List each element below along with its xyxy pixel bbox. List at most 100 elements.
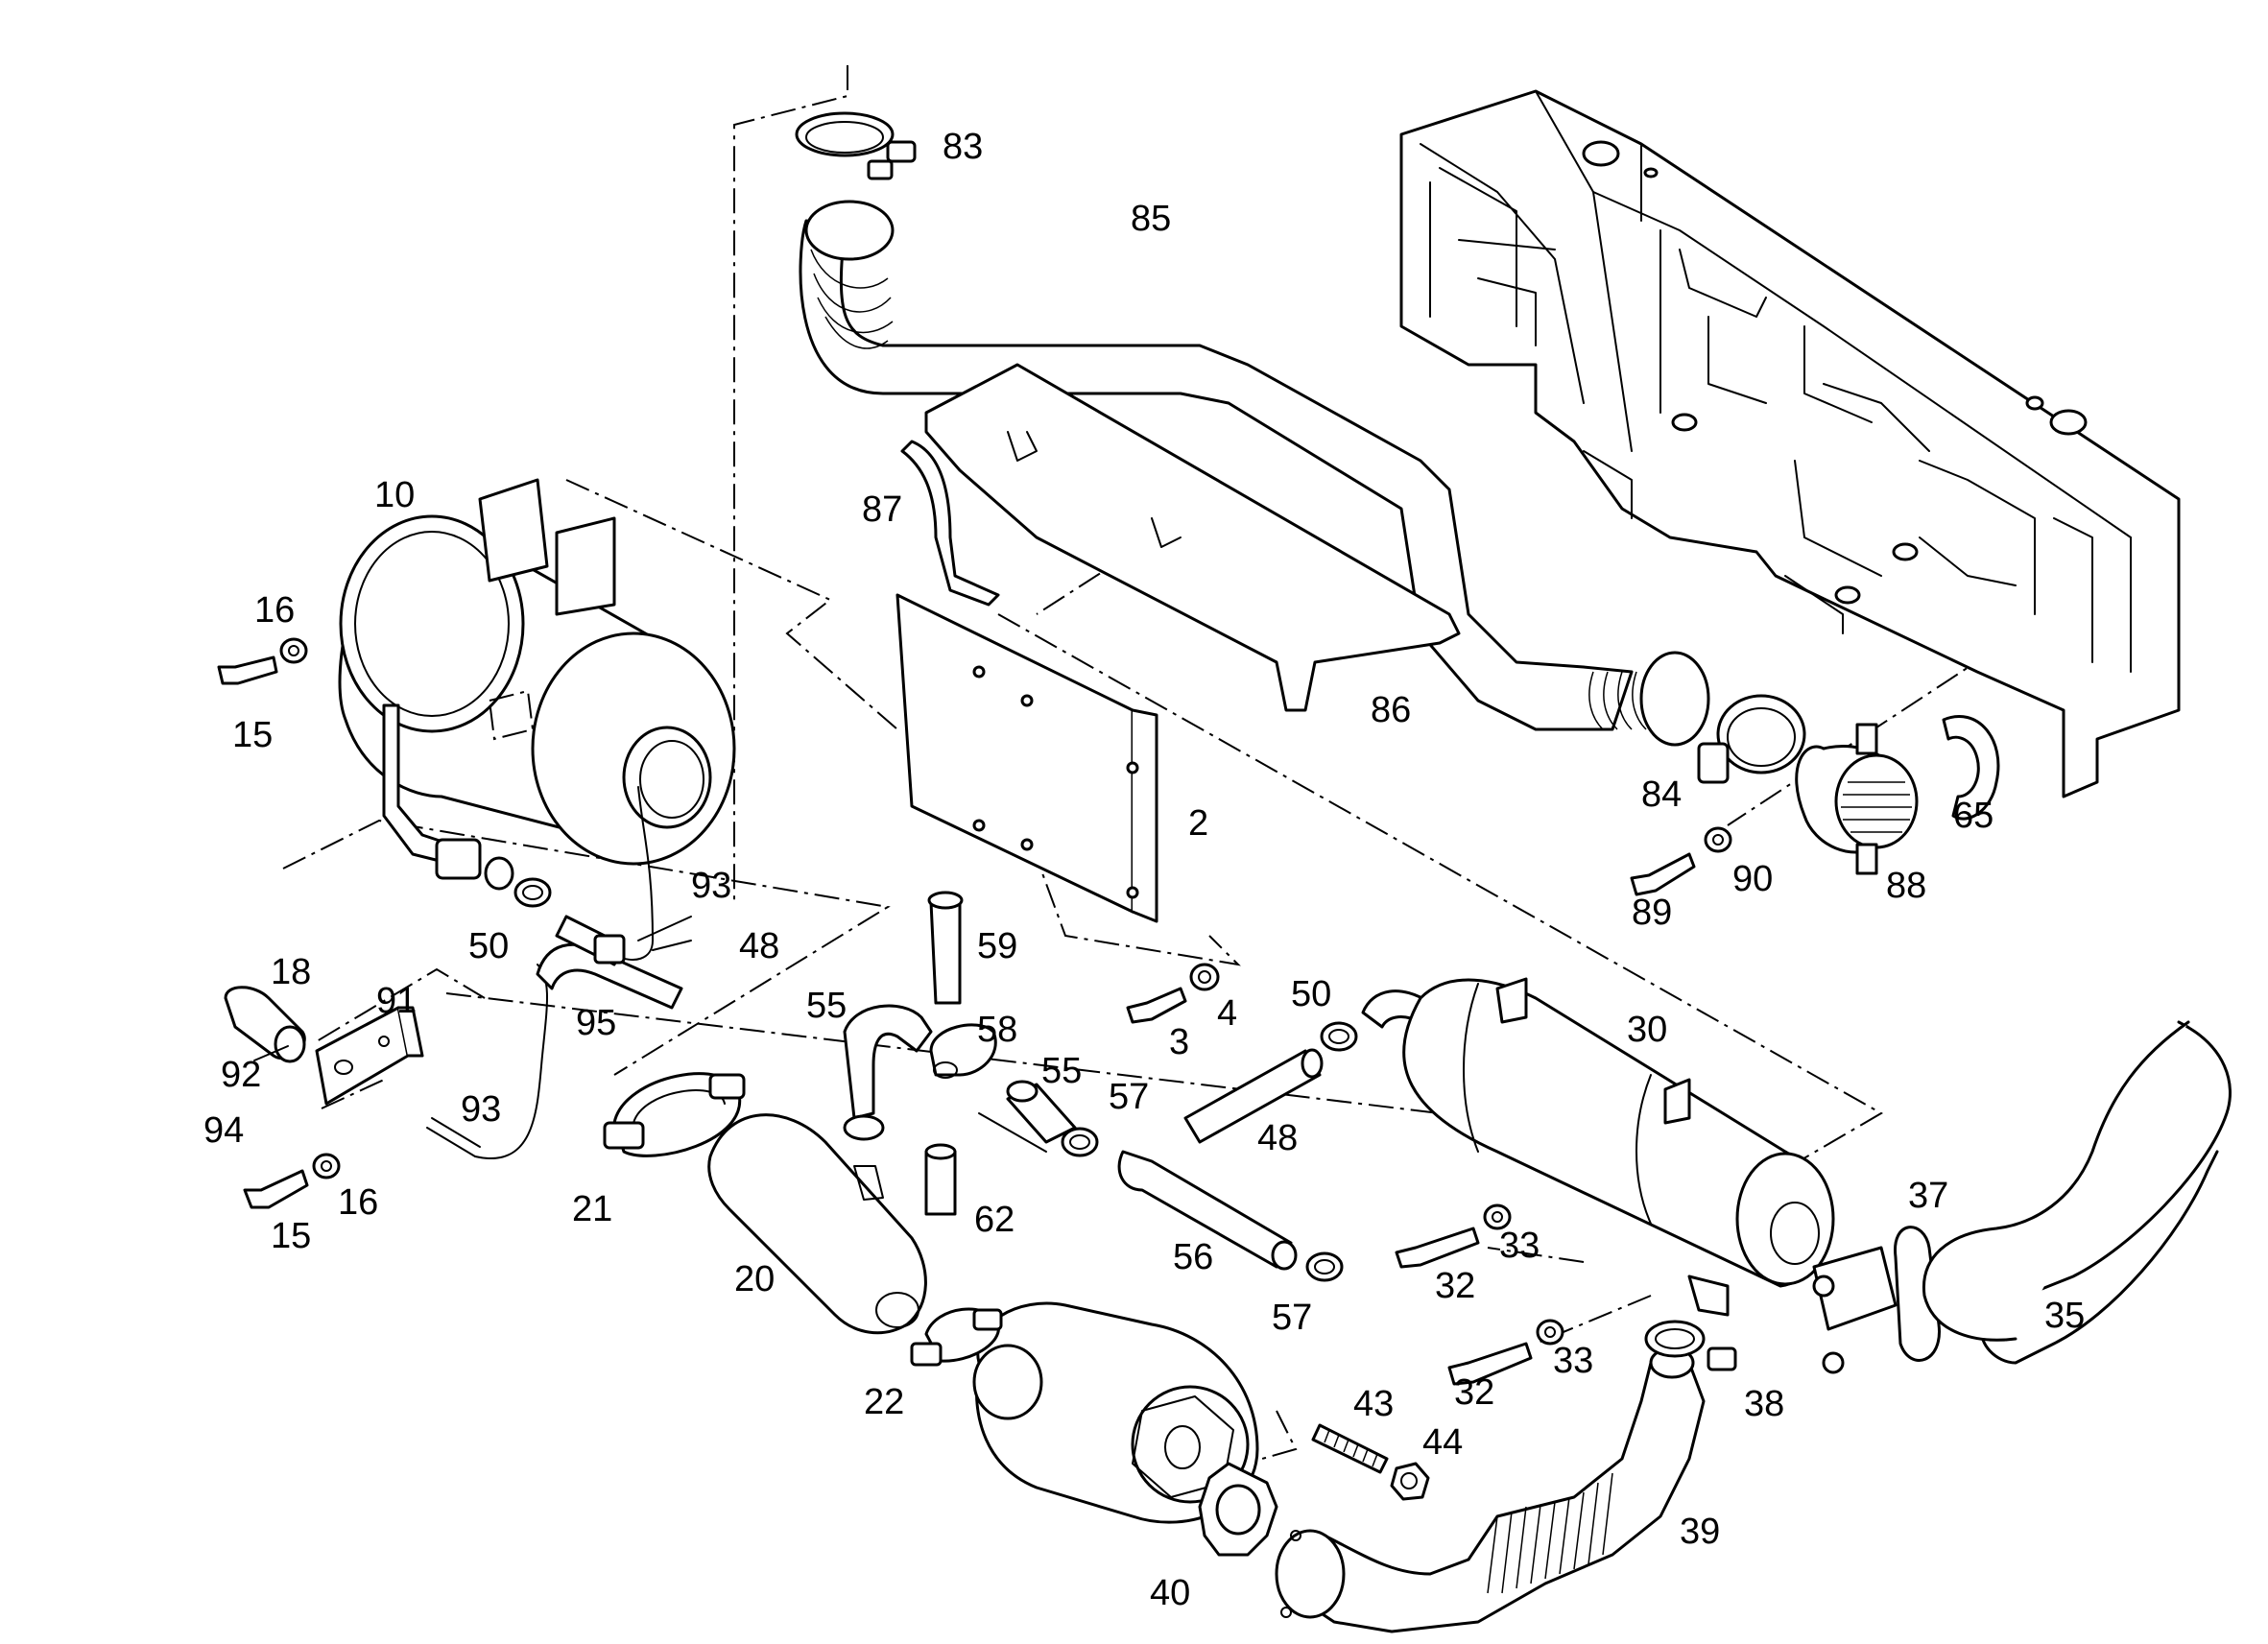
- callout-35: 35: [2044, 1296, 2085, 1336]
- callout-4: 4: [1217, 993, 1237, 1034]
- callout-18: 18: [271, 952, 311, 992]
- callout-48-upper: 48: [739, 926, 779, 966]
- callout-40: 40: [1150, 1573, 1190, 1613]
- gasket-38: [1644, 1320, 1737, 1371]
- callout-93-upper: 93: [691, 866, 731, 906]
- callout-83: 83: [943, 127, 983, 167]
- callout-65: 65: [1953, 796, 1993, 836]
- hose-48-straight: [1183, 1048, 1324, 1144]
- callout-50-muffler: 50: [1291, 974, 1331, 1014]
- callout-55-left: 55: [806, 986, 847, 1026]
- callout-57-lower: 57: [1272, 1298, 1312, 1338]
- callout-48-lower: 48: [1257, 1118, 1298, 1158]
- callout-16-upper: 16: [254, 590, 295, 631]
- clip-58: [929, 1023, 997, 1079]
- clamp-57-lower: [1305, 1251, 1344, 1282]
- washer-33-lower: [1536, 1319, 1564, 1346]
- callout-55-right: 55: [1041, 1051, 1082, 1091]
- clamp-57-upper: [1061, 1127, 1099, 1157]
- washer-4: [1189, 963, 1220, 991]
- callout-30: 30: [1627, 1010, 1667, 1050]
- clamp-84: [1697, 694, 1806, 784]
- callout-10: 10: [374, 475, 415, 515]
- bolt-89: [1630, 852, 1696, 896]
- clamp-22: [910, 1307, 1003, 1367]
- flange-pipe-88: [1795, 723, 1919, 875]
- clamp-21: [603, 1072, 746, 1157]
- callout-62: 62: [974, 1200, 1015, 1240]
- callout-44: 44: [1422, 1422, 1463, 1463]
- callout-50-filter: 50: [468, 926, 509, 966]
- callout-22: 22: [864, 1382, 904, 1422]
- tube-93: [426, 786, 654, 1159]
- callout-91: 91: [376, 981, 417, 1021]
- washer-90: [1704, 826, 1732, 853]
- hose-35: [1922, 1020, 2232, 1365]
- bolt-15-upper: [217, 655, 278, 685]
- callout-58: 58: [977, 1010, 1017, 1050]
- engine-block: [1399, 89, 2181, 798]
- bracket-91: [315, 1006, 424, 1106]
- callout-56: 56: [1173, 1237, 1213, 1277]
- bolt-32-lower: [1447, 1342, 1533, 1386]
- exhaust-pipe-39: [1275, 1346, 1706, 1633]
- clamp-50-muffler: [1320, 989, 1432, 1052]
- callout-86: 86: [1371, 690, 1411, 730]
- callout-33-upper: 33: [1499, 1226, 1540, 1266]
- clamp-50-filter: [513, 877, 552, 908]
- callout-90: 90: [1732, 859, 1773, 899]
- callout-37: 37: [1908, 1176, 1948, 1216]
- heat-shield-86: [924, 363, 1461, 712]
- gasket-65: [1942, 714, 2000, 821]
- clamp-37: [1812, 1226, 1941, 1374]
- mounting-plate-2: [895, 593, 1158, 923]
- elbow-55: [843, 1004, 933, 1141]
- stud-43: [1311, 1423, 1389, 1474]
- callout-87: 87: [862, 489, 902, 530]
- callout-32-lower: 32: [1454, 1372, 1494, 1413]
- callout-93-lower: 93: [461, 1089, 501, 1130]
- callout-33-lower: 33: [1553, 1341, 1593, 1381]
- sensor-18: [224, 986, 306, 1063]
- callout-95: 95: [576, 1003, 616, 1043]
- callout-39: 39: [1680, 1512, 1720, 1552]
- hose-95-48: [536, 915, 683, 1010]
- washer-16-lower: [312, 1153, 341, 1179]
- muffler-30: [1402, 977, 1835, 1317]
- callout-92: 92: [221, 1055, 261, 1095]
- leader-lines: [253, 916, 1047, 1153]
- callout-94: 94: [203, 1110, 244, 1151]
- callout-20: 20: [734, 1259, 775, 1299]
- bolt-15-lower: [243, 1169, 309, 1209]
- washer-16-upper: [279, 637, 308, 664]
- callout-43: 43: [1353, 1384, 1394, 1424]
- bolt-3: [1126, 987, 1187, 1024]
- washer-33-upper: [1483, 1203, 1512, 1230]
- callout-57-upper: 57: [1109, 1077, 1149, 1117]
- callout-85: 85: [1131, 199, 1171, 239]
- hose-20: [707, 1113, 927, 1335]
- bolt-32-upper: [1395, 1227, 1480, 1269]
- spacer-62: [924, 1143, 957, 1216]
- callout-84: 84: [1641, 774, 1682, 815]
- callout-3: 3: [1169, 1022, 1189, 1062]
- air-filter-10: [338, 478, 736, 891]
- gasket-40: [1198, 1462, 1278, 1557]
- bolt-59: [927, 891, 964, 1005]
- hose-56: [1117, 1150, 1298, 1271]
- hose-clamp-83: [795, 111, 917, 180]
- callout-59: 59: [977, 926, 1017, 966]
- bracket-87: [900, 440, 1000, 607]
- callout-labels: 83 85 10 87 16 15 86 2 84 65 90 89 88 93…: [203, 127, 2085, 1613]
- callout-15-upper: 15: [232, 715, 273, 755]
- callout-89: 89: [1632, 893, 1672, 933]
- callout-21: 21: [572, 1189, 612, 1229]
- callout-16-lower: 16: [338, 1182, 378, 1223]
- callout-38: 38: [1744, 1384, 1784, 1424]
- callout-2: 2: [1188, 803, 1208, 844]
- callout-88: 88: [1886, 866, 1926, 906]
- assembly-lines: [282, 65, 2065, 1469]
- nut-44: [1390, 1462, 1430, 1501]
